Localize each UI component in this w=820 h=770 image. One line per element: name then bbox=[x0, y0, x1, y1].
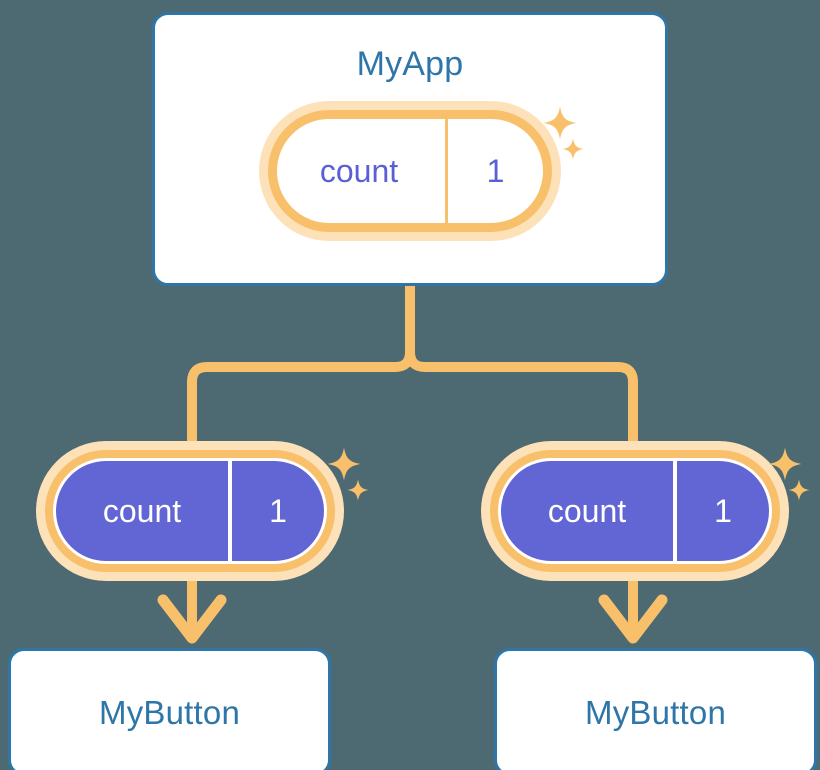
state-pill-value: 1 bbox=[673, 461, 769, 561]
state-pill-value: 1 bbox=[228, 461, 324, 561]
state-pill-right-child[interactable]: count 1 bbox=[490, 450, 780, 572]
sparkle-icon bbox=[327, 447, 361, 481]
mybutton-label: MyButton bbox=[585, 693, 726, 731]
sparkle-icon bbox=[543, 106, 577, 140]
sparkle-icon bbox=[562, 138, 584, 160]
arrow-to-right-button bbox=[598, 570, 668, 644]
arrow-to-left-button bbox=[157, 570, 227, 644]
page-title: MyApp bbox=[356, 45, 464, 83]
state-pill[interactable]: count 1 bbox=[490, 450, 780, 572]
mybutton-label: MyButton bbox=[99, 693, 240, 731]
connector-trunk-and-branch bbox=[187, 281, 415, 457]
sparkle-icon bbox=[347, 479, 369, 501]
state-pill-value: 1 bbox=[445, 119, 543, 223]
sparkle-icon bbox=[788, 479, 810, 501]
state-pill[interactable]: count 1 bbox=[268, 110, 552, 232]
state-pill-left-child[interactable]: count 1 bbox=[45, 450, 335, 572]
mybutton-card-left[interactable]: MyButton bbox=[8, 648, 331, 770]
sparkle-icon bbox=[768, 447, 802, 481]
state-pill-myapp[interactable]: count 1 bbox=[268, 110, 552, 232]
connector-branch-right bbox=[405, 347, 638, 457]
state-pill-key: count bbox=[56, 461, 228, 561]
mybutton-card-right[interactable]: MyButton bbox=[494, 648, 817, 770]
state-pill-key: count bbox=[501, 461, 673, 561]
state-pill-key: count bbox=[319, 153, 399, 189]
state-pill[interactable]: count 1 bbox=[45, 450, 335, 572]
